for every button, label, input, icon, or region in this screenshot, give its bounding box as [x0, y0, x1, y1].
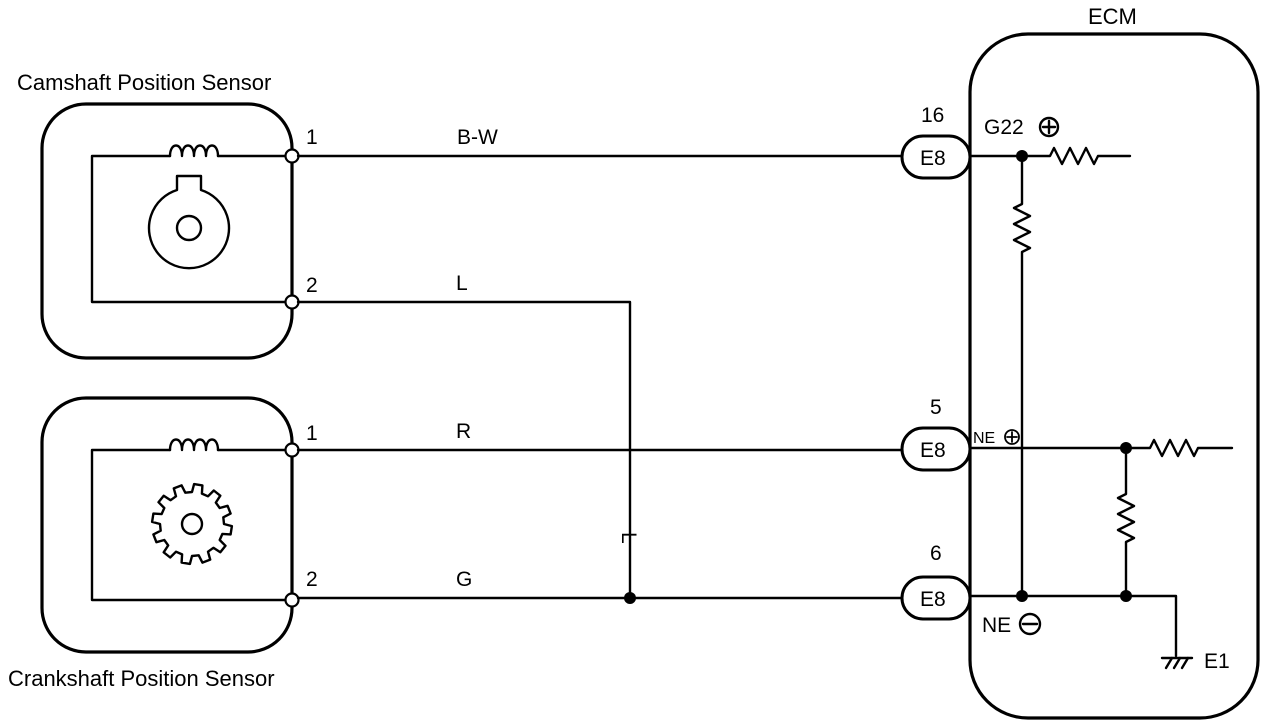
camshaft-sensor: Camshaft Position Sensor 1 2 [17, 70, 318, 360]
ground-icon [1160, 656, 1194, 670]
wire-g-label: G [456, 568, 472, 591]
wire-bw-label: B-W [457, 126, 498, 149]
g22-vertical-resistor [1012, 154, 1032, 596]
wire-l-vertical-label: L [617, 532, 640, 544]
minus-sign-icon [1018, 612, 1042, 636]
g22-line [968, 146, 1132, 166]
connector-5-label: E8 [920, 439, 946, 462]
crankshaft-sensor-housing [40, 396, 294, 654]
wire-l-cam [296, 300, 632, 600]
ecm-block: ECM [968, 4, 1260, 720]
camshaft-rotor-icon [147, 174, 231, 270]
ne-minus-line [968, 594, 1178, 658]
ne-vertical-resistor [1116, 446, 1136, 596]
harness-wires: B-W L L R G [296, 126, 904, 604]
camshaft-sensor-housing [40, 102, 294, 360]
splice-junction [624, 592, 636, 604]
connector-16-label: E8 [920, 147, 946, 170]
ne-plus-line [968, 438, 1234, 458]
crankshaft-terminal-2-label: 2 [306, 568, 318, 591]
connector-16-pin: 16 [921, 104, 944, 127]
connector-e8-6: 6 E8 [900, 542, 972, 621]
camshaft-terminal-2 [284, 294, 300, 310]
crankshaft-coil-icon [168, 438, 220, 452]
ne-minus-label: NE [982, 614, 1011, 637]
camshaft-sensor-title: Camshaft Position Sensor [17, 70, 271, 95]
camshaft-terminal-1 [284, 148, 300, 164]
ne-minus-junction-left [1016, 590, 1028, 602]
crankshaft-gear-icon [150, 482, 234, 566]
crankshaft-sensor: Crankshaft Position Sensor 1 2 [8, 396, 318, 691]
crankshaft-terminal-1 [284, 442, 300, 458]
ne-minus-junction-right [1120, 590, 1132, 602]
camshaft-coil-icon [168, 144, 220, 158]
connector-6-pin: 6 [930, 542, 942, 565]
wire-l-label: L [456, 272, 468, 295]
g22-label: G22 [984, 116, 1024, 139]
crankshaft-sensor-title: Crankshaft Position Sensor [8, 666, 275, 691]
connector-6-body [900, 575, 972, 621]
crankshaft-gear-hub-icon [180, 512, 204, 536]
wire-r-label: R [456, 420, 471, 443]
camshaft-terminal-2-label: 2 [306, 274, 318, 297]
crankshaft-terminal-2 [284, 592, 300, 608]
camshaft-terminal-1-label: 1 [306, 126, 318, 149]
camshaft-inner-circuit [90, 154, 288, 304]
ecm-title: ECM [1088, 4, 1137, 29]
connector-5-pin: 5 [930, 396, 942, 419]
ne-plus-sign-icon [1004, 429, 1020, 445]
connector-e8-5: 5 E8 [900, 396, 972, 472]
connector-6-label: E8 [920, 588, 946, 611]
camshaft-rotor-hub-icon [175, 214, 203, 242]
ne-plus-label: NE [973, 430, 995, 447]
ecm-internal-circuit: E1 G22 NE NE [968, 116, 1234, 673]
ecm-box [968, 32, 1260, 720]
crankshaft-terminal-1-label: 1 [306, 422, 318, 445]
crankshaft-inner-circuit [90, 448, 288, 602]
e1-label: E1 [1204, 650, 1230, 673]
plus-sign-icon [1038, 116, 1060, 138]
connector-e8-16: 16 E8 [900, 104, 972, 180]
